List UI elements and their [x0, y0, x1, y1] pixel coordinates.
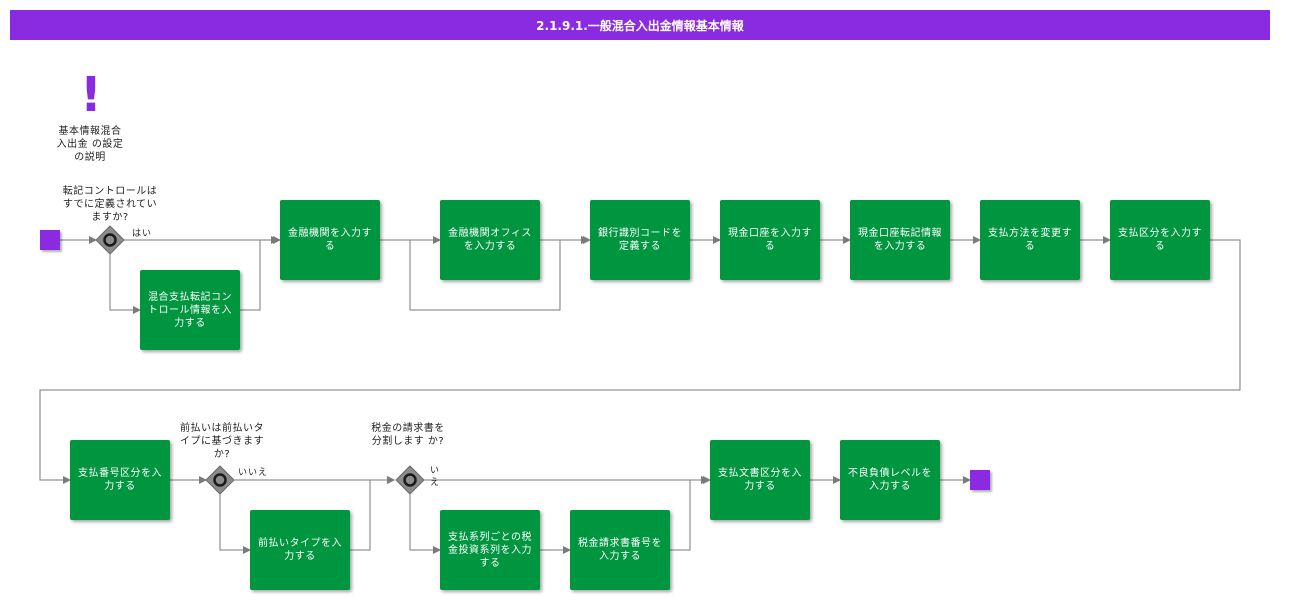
edge-kubun-wrap — [39, 239, 1241, 484]
task-payment-kubun[interactable]: 支払区分を入力する — [1110, 200, 1210, 280]
task-bank-code[interactable]: 銀行識別コードを定義する — [590, 200, 690, 280]
gateway-posting-control[interactable] — [95, 225, 125, 255]
task-payment-method[interactable]: 支払方法を変更する — [980, 200, 1080, 280]
task-tax-invest-series[interactable]: 支払系列ごとの税金投資系列を入力する — [440, 510, 540, 590]
task-mixed-posting-control[interactable]: 混合支払転記コントロール情報を入力する — [140, 270, 240, 350]
start-event[interactable] — [40, 230, 60, 250]
task-tax-invoice-number[interactable]: 税金請求書番号を入力する — [570, 510, 670, 590]
gateway-tax-split-answer: いえ — [429, 466, 440, 488]
edge-prepay-merge — [350, 476, 395, 551]
gateway-prepay-type[interactable] — [205, 465, 235, 495]
edge-mixed-merge — [240, 236, 279, 311]
gateway-prepay-type-no: いいえ — [238, 468, 269, 478]
diagram-title: 2.1.9.1.一般混合入出金情報基本情報 — [10, 10, 1270, 40]
edge-g3-yes — [409, 494, 441, 554]
edge-g2-yes — [219, 494, 251, 554]
task-cash-account[interactable]: 現金口座を入力する — [720, 200, 820, 280]
gateway-tax-split[interactable] — [395, 465, 425, 495]
task-prepay-type[interactable]: 前払いタイプを入力する — [250, 510, 350, 590]
task-bad-debt-level[interactable]: 不良負債レベルを入力する — [840, 440, 940, 520]
gateway-posting-control-yes: はい — [132, 229, 153, 239]
gateway-tax-split-question: 税金の請求書を 分割します か? — [371, 423, 445, 447]
task-cash-posting[interactable]: 現金口座転記情報を入力する — [850, 200, 950, 280]
gateway-prepay-type-question: 前払いは前払いタイプに基づきます か? — [180, 423, 264, 460]
exclamation-icon: ! — [80, 67, 102, 123]
task-kinyu-kikan[interactable]: 金融機関を入力する — [280, 200, 380, 280]
annotation-text: 基本情報混合入出金 の設定の説明 — [56, 126, 124, 163]
task-kinyu-office[interactable]: 金融機関オフィスを入力する — [440, 200, 540, 280]
task-payment-number-kubun[interactable]: 支払番号区分を入力する — [70, 440, 170, 520]
gateway-posting-control-question: 転記コントロールはすでに定義されていますか? — [62, 186, 158, 223]
edge-g1-no — [109, 254, 141, 314]
task-payment-doc-kubun[interactable]: 支払文書区分を入力する — [710, 440, 810, 520]
edge-taxno-merge — [670, 476, 709, 551]
end-event[interactable] — [970, 470, 990, 490]
